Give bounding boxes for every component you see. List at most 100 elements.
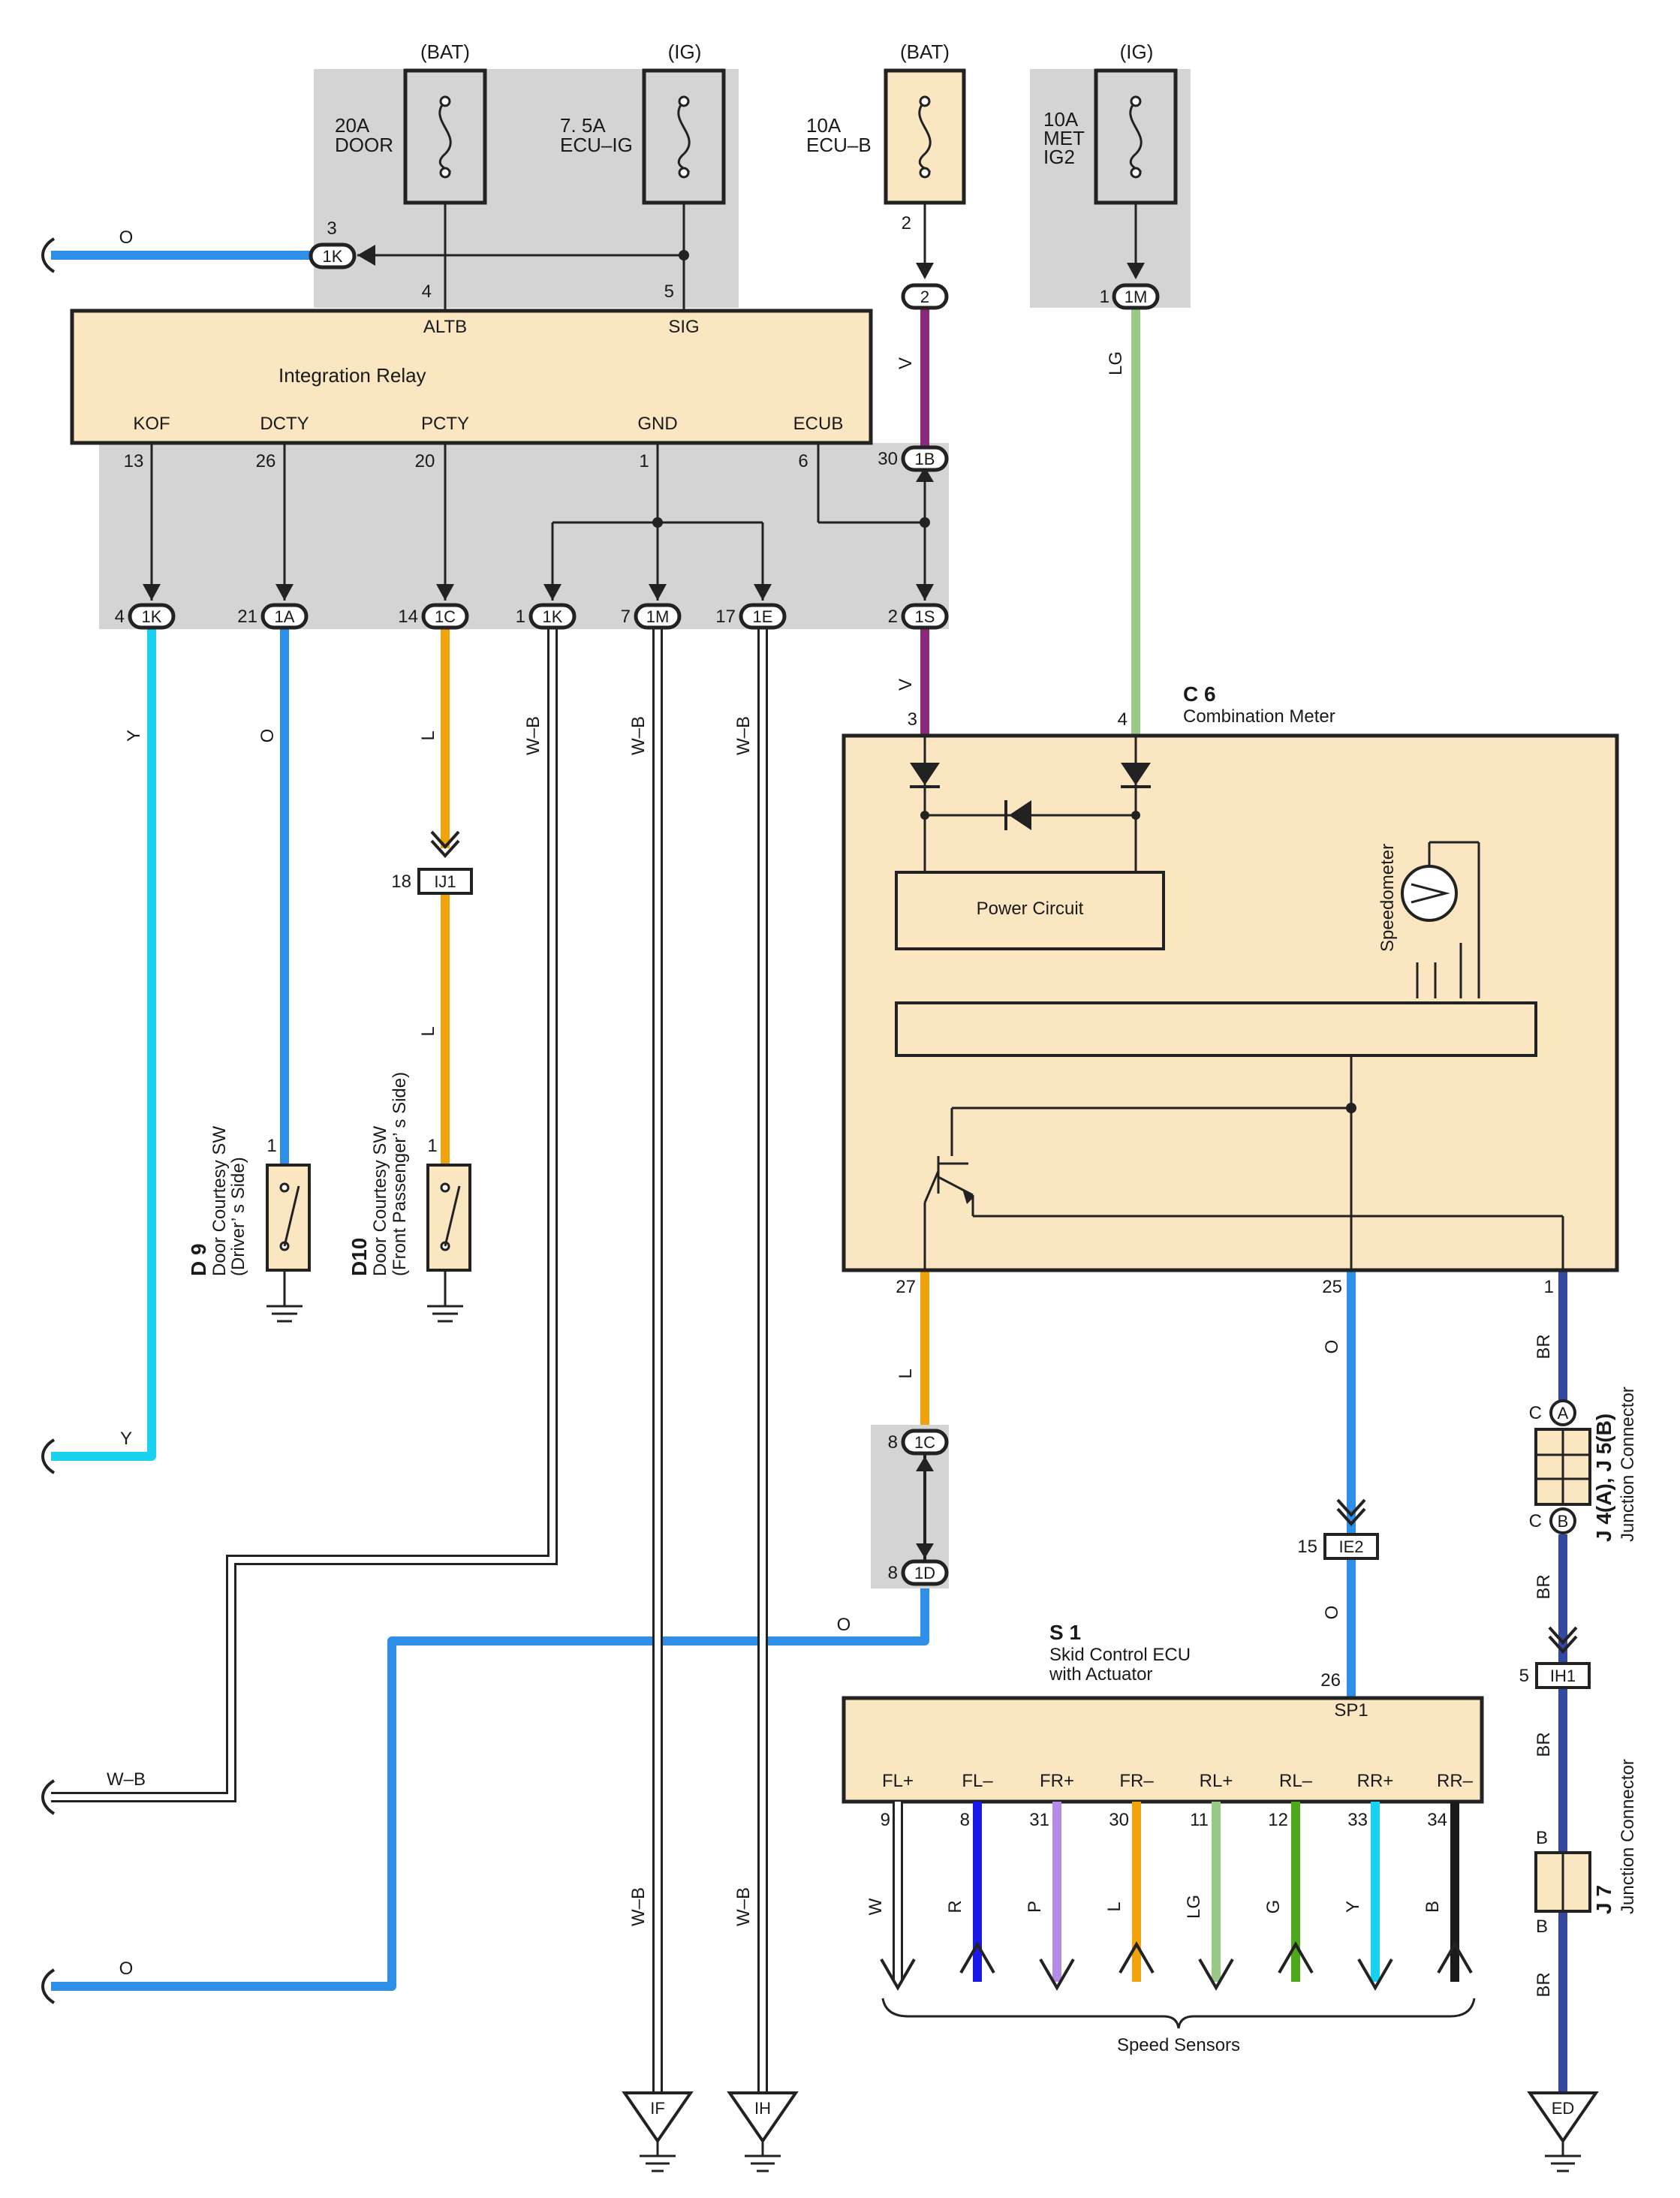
fuse-ecu-ig-header: (IG) bbox=[668, 41, 702, 63]
sensor-pin-name: FR+ bbox=[1040, 1771, 1074, 1791]
j45-a-label: A bbox=[1558, 1404, 1569, 1423]
fuse-ecu-ig-name: ECU–IG bbox=[560, 134, 633, 156]
sensor-pin-name: FR– bbox=[1119, 1771, 1154, 1791]
jb-1b: 1B bbox=[915, 450, 935, 468]
sensor-pin-RR–: RR–34B bbox=[1423, 1771, 1474, 1982]
jb-1c-b-pin: 8 bbox=[888, 1432, 898, 1453]
sensor-pin-number: 34 bbox=[1427, 1810, 1447, 1830]
sensor-wire-color: L bbox=[1104, 1901, 1125, 1911]
sensor-arrow-in bbox=[1278, 1941, 1314, 1974]
fuse-met-ig2-name1: MET bbox=[1043, 127, 1085, 149]
sensor-arrow-in bbox=[1118, 1941, 1155, 1974]
skid-ecu-sp1: SP1 bbox=[1334, 1700, 1368, 1721]
door-switch-driver-line1: Door Courtesy SW bbox=[209, 1126, 230, 1276]
wc-v2: V bbox=[896, 679, 916, 691]
door-switch-driver: 1 D 9 Door Courtesy SW (Driver’ s Side) bbox=[187, 1126, 311, 1323]
junction-block-ovals: 1K 3 2 2 1M 1 1B 30 1K 4 1A 21 1C 14 1K … bbox=[115, 213, 1160, 1586]
skid-ecu-sp1-pin: 26 bbox=[1320, 1670, 1341, 1691]
colored-wires bbox=[51, 251, 1567, 2096]
wc-br3: BR bbox=[1534, 1732, 1554, 1757]
sensor-arrow-out bbox=[1357, 1958, 1393, 1991]
sensor-arrow-out bbox=[1198, 1958, 1234, 1991]
sensor-arrow-out bbox=[880, 1958, 916, 1991]
relay-pin-num-dcty: 26 bbox=[256, 451, 276, 471]
fuse-door-rating: 20A bbox=[335, 114, 370, 137]
jb-1k-b-pin: 1 bbox=[516, 607, 525, 627]
integration-relay: Integration Relay ALTB SIG 4 5 KOF DCTY … bbox=[70, 282, 873, 471]
sensor-arrow-in bbox=[1437, 1941, 1473, 1974]
fuse-met-ig2-name2: IG2 bbox=[1043, 146, 1075, 168]
skid-ecu-name1: Skid Control ECU bbox=[1049, 1645, 1191, 1665]
jb-1c-b: 1C bbox=[914, 1433, 935, 1452]
jb-1k-a: 1K bbox=[142, 607, 162, 626]
sensor-pin-number: 11 bbox=[1190, 1810, 1209, 1830]
power-circuit-label: Power Circuit bbox=[977, 899, 1084, 919]
combination-meter-code: C 6 bbox=[1183, 682, 1216, 706]
relay-pin-gnd: GND bbox=[637, 414, 677, 434]
jb-1k-top: 1K bbox=[323, 247, 343, 266]
relay-pin-num-pcty: 20 bbox=[415, 451, 435, 471]
sensor-pin-name: FL+ bbox=[882, 1771, 914, 1791]
ic-ih1-pin: 5 bbox=[1519, 1666, 1529, 1686]
wc-o-top: O bbox=[119, 227, 134, 248]
sensor-pin-number: 9 bbox=[881, 1810, 890, 1830]
jb-1a-pin: 21 bbox=[237, 607, 257, 627]
wc-o25: O bbox=[1322, 1340, 1342, 1354]
meter-pin-27: 27 bbox=[896, 1277, 916, 1297]
sensor-pin-name: RR– bbox=[1437, 1771, 1474, 1791]
relay-output-area-bg bbox=[99, 443, 949, 629]
fuse-door: (BAT) 20A DOOR bbox=[335, 41, 487, 205]
fuse-met-ig2-rating: 10A bbox=[1043, 108, 1079, 131]
jb-1c-a-pin: 14 bbox=[398, 607, 418, 627]
meter-pin-25: 25 bbox=[1322, 1277, 1342, 1297]
j45-name: Junction Connector bbox=[1618, 1387, 1638, 1542]
meter-pin-3: 3 bbox=[908, 709, 917, 730]
ic-ie2-pin: 15 bbox=[1297, 1537, 1317, 1557]
jb-1k-b: 1K bbox=[543, 607, 563, 626]
junction-dot bbox=[652, 517, 663, 528]
wc-wb-gnd2: W–B bbox=[733, 1887, 754, 1926]
j45-c-top: C bbox=[1529, 1403, 1542, 1423]
fuse-area-bg bbox=[314, 69, 739, 308]
fuse-ecu-ig-rating: 7. 5A bbox=[560, 114, 606, 137]
wc-wb3: W–B bbox=[733, 716, 754, 755]
wc-wb-gnd1: W–B bbox=[628, 1887, 649, 1926]
fuse-door-name: DOOR bbox=[335, 134, 393, 156]
sensor-pin-RR+: RR+33Y bbox=[1343, 1771, 1394, 1991]
combination-meter-name: Combination Meter bbox=[1183, 706, 1335, 727]
junction-dot bbox=[920, 517, 930, 528]
sensor-pin-name: RL+ bbox=[1200, 1771, 1233, 1791]
fuse-met-ig2-header: (IG) bbox=[1120, 41, 1154, 63]
speed-sensors-label: Speed Sensors bbox=[1117, 2035, 1240, 2055]
jb-2: 2 bbox=[920, 288, 929, 306]
sensor-pin-name: RR+ bbox=[1357, 1771, 1394, 1791]
wc-o-ie2: O bbox=[1322, 1606, 1342, 1620]
sensor-pin-number: 8 bbox=[960, 1810, 970, 1830]
sensor-pin-RL–: RL–12G bbox=[1263, 1771, 1314, 1982]
fuse-ecu-b-rating: 10A bbox=[806, 114, 842, 137]
relay-pin-sig: SIG bbox=[668, 317, 699, 337]
integration-relay-title: Integration Relay bbox=[278, 364, 426, 387]
wire-color-labels: O Y W–B O O Y O L L W–B W–B W–B W–B W–B … bbox=[107, 227, 1554, 1998]
wc-wb2: W–B bbox=[628, 716, 649, 755]
ic-ie2: IE2 bbox=[1338, 1537, 1363, 1556]
jb-1d-pin: 8 bbox=[888, 1563, 898, 1583]
sensor-pin-FR–: FR–30L bbox=[1104, 1771, 1155, 1982]
junction-connector-j7: B B J 7 Junction Connector bbox=[1534, 1759, 1638, 1937]
jb-1m-b: 1M bbox=[646, 607, 670, 626]
sensor-pin-FL–: FL–8R bbox=[945, 1771, 995, 1982]
inline-connectors: IJ1 18 IE2 15 IH1 5 bbox=[391, 830, 1591, 1689]
arrowheads bbox=[143, 245, 1145, 601]
fuse-ecu-b-name: ECU–B bbox=[806, 134, 872, 156]
relay-pin-pcty: PCTY bbox=[421, 414, 469, 434]
skid-control-ecu: S 1 Skid Control ECU with Actuator SP1 2… bbox=[842, 1621, 1484, 2055]
j45-c-bottom: C bbox=[1529, 1511, 1542, 1531]
jb-1m-top-pin: 1 bbox=[1100, 287, 1109, 307]
ground-ih-label: IH bbox=[754, 2099, 771, 2118]
wc-l-pcty2: L bbox=[418, 1026, 438, 1036]
jb-1m-b-pin: 7 bbox=[621, 607, 631, 627]
skid-ecu-code: S 1 bbox=[1049, 1621, 1081, 1644]
wc-y-bottom: Y bbox=[120, 1429, 132, 1449]
sensor-arrow-out bbox=[1039, 1958, 1075, 1991]
